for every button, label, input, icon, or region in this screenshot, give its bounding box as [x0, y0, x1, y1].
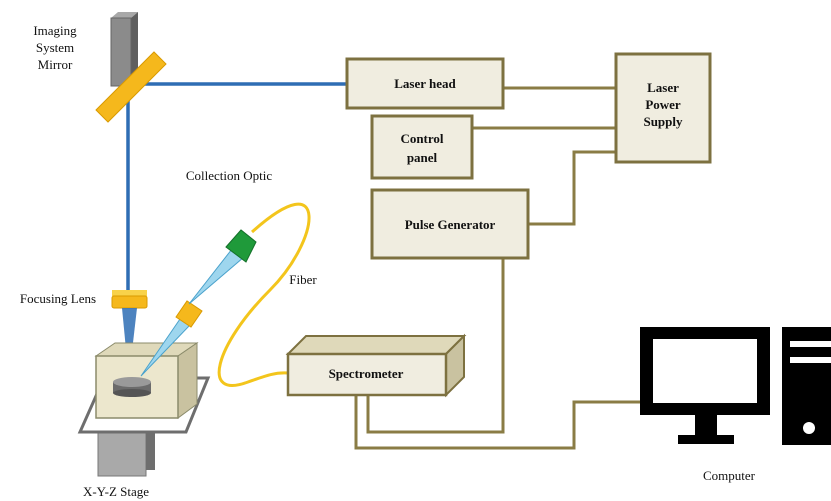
- imaging-system-mirror-label-3: Mirror: [38, 57, 73, 72]
- computer-label: Computer: [703, 468, 756, 483]
- control-panel-box: Control panel: [370, 114, 474, 180]
- control-panel-label-2: panel: [407, 150, 438, 165]
- wire-pulsegen-spectrometer: [366, 258, 505, 434]
- xyz-stage-icon: [77, 342, 211, 477]
- laser-beam: [126, 82, 347, 290]
- collection-optic-label: Collection Optic: [186, 168, 273, 183]
- laser-head-box: Laser head: [345, 57, 505, 110]
- focusing-lens-label: Focusing Lens: [20, 291, 96, 306]
- laser-power-supply-label-3: Supply: [643, 114, 683, 129]
- pulse-generator-label: Pulse Generator: [405, 217, 496, 232]
- imaging-system-mirror-label-2: System: [36, 40, 74, 55]
- laser-head-label: Laser head: [394, 76, 456, 91]
- xyz-stage-label: X-Y-Z Stage: [83, 484, 149, 499]
- spectrometer-box: Spectrometer: [285, 333, 467, 398]
- spectrometer-label: Spectrometer: [329, 366, 404, 381]
- fiber-label: Fiber: [289, 272, 317, 287]
- laser-power-supply-box: Laser Power Supply: [614, 52, 712, 164]
- imaging-system-icon: [110, 12, 138, 87]
- laser-power-supply-label-1: Laser: [647, 80, 679, 95]
- signal-wires: [354, 86, 640, 450]
- laser-power-supply-label-2: Power: [645, 97, 681, 112]
- imaging-system-mirror-label-1: Imaging: [33, 23, 77, 38]
- pulse-generator-box: Pulse Generator: [370, 188, 530, 260]
- mirror-icon: [95, 51, 167, 123]
- wire-spectrometer-computer: [354, 395, 640, 450]
- wire-pulsegen-powersupply: [503, 150, 616, 226]
- focusing-lens-icon: [111, 290, 148, 309]
- control-panel-label-1: Control: [400, 131, 443, 146]
- collection-optic-icon: [140, 229, 257, 377]
- computer-icon: [640, 327, 831, 445]
- optical-fiber: [217, 202, 311, 387]
